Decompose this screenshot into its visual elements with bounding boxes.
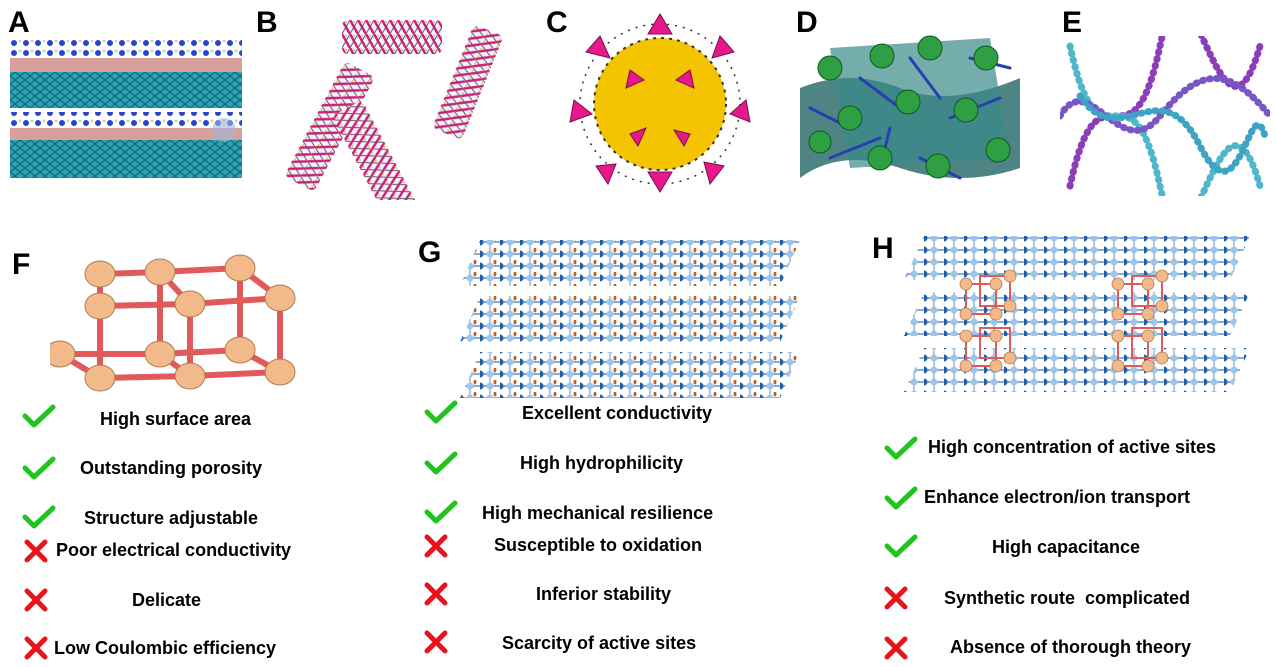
panel-g-layered-sheets-figure: [460, 236, 810, 402]
g-con-item-3: [422, 628, 450, 656]
g-pro-item-2: [424, 451, 458, 475]
h-con-item-1: [882, 584, 910, 612]
cross-mark-icon: [22, 537, 50, 565]
h-con-item-2: [882, 634, 910, 662]
check-mark-icon: [884, 534, 918, 558]
f-pro-item-3: [22, 505, 56, 529]
f-pro-label-1: High surface area: [100, 409, 252, 429]
cross-mark-icon: [422, 580, 450, 608]
f-con-label-3: Low Coulombic efficiency: [54, 638, 277, 658]
g-con-label-3: Scarcity of active sites: [502, 633, 697, 653]
check-mark-icon: [22, 456, 56, 480]
panel-h-hybrid-structure-figure: [904, 232, 1260, 398]
panel-b-helical-chains-figure: [262, 4, 512, 200]
g-pro-label-1: Excellent conductivity: [522, 403, 713, 423]
panel-label-d: D: [796, 6, 818, 39]
cross-mark-icon: [882, 584, 910, 612]
f-con-label-2: Delicate: [132, 590, 202, 610]
check-mark-icon: [22, 505, 56, 529]
check-mark-icon: [424, 500, 458, 524]
f-con-item-3: [22, 634, 50, 662]
panel-label-f: F: [12, 248, 31, 281]
cross-mark-icon: [422, 628, 450, 656]
g-pro-label-3: High mechanical resilience: [482, 503, 714, 523]
h-pro-item-1: [884, 436, 918, 460]
h-pro-item-2: [884, 486, 918, 510]
panel-f-mof-frame-figure: [50, 254, 310, 394]
panel-a-layered-structure-figure: [10, 28, 242, 180]
f-pro-item-2: [22, 456, 56, 480]
h-pro-item-3: [884, 534, 918, 558]
g-con-item-1: [422, 532, 450, 560]
h-con-label-2: Absence of thorough theory: [950, 637, 1192, 657]
h-pro-label-3: High capacitance: [992, 537, 1141, 557]
f-con-item-1: [22, 537, 50, 565]
g-pro-item-3: [424, 500, 458, 524]
panel-label-a: A: [8, 6, 30, 39]
panel-label-b: B: [256, 6, 278, 39]
panel-e-chain-network-figure: [1060, 36, 1270, 196]
g-con-label-2: Inferior stability: [536, 584, 672, 604]
panel-label-g: G: [418, 236, 442, 269]
f-pro-label-3: Structure adjustable: [84, 508, 259, 528]
check-mark-icon: [884, 486, 918, 510]
cross-mark-icon: [22, 586, 50, 614]
check-mark-icon: [424, 400, 458, 424]
cross-mark-icon: [422, 532, 450, 560]
h-con-label-1: Synthetic route complicated: [944, 588, 1191, 608]
h-pro-label-1: High concentration of active sites: [928, 437, 1217, 457]
check-mark-icon: [884, 436, 918, 460]
f-pro-item-1: [22, 404, 56, 428]
f-pro-label-2: Outstanding porosity: [80, 458, 262, 478]
check-mark-icon: [22, 404, 56, 428]
cross-mark-icon: [22, 634, 50, 662]
cross-mark-icon: [882, 634, 910, 662]
check-mark-icon: [424, 451, 458, 475]
f-con-item-2: [22, 586, 50, 614]
f-con-label-1: Poor electrical conductivity: [56, 540, 292, 560]
panel-label-c: C: [546, 6, 568, 39]
g-con-item-2: [422, 580, 450, 608]
g-con-label-1: Susceptible to oxidation: [494, 535, 703, 555]
h-pro-label-2: Enhance electron/ion transport: [924, 487, 1191, 507]
g-pro-item-1: [424, 400, 458, 424]
g-pro-label-2: High hydrophilicity: [520, 453, 684, 473]
panel-label-e: E: [1062, 6, 1083, 39]
panel-c-cage-figure: [560, 4, 760, 200]
panel-label-h: H: [872, 232, 894, 265]
panel-d-composite-figure: [790, 18, 1030, 196]
